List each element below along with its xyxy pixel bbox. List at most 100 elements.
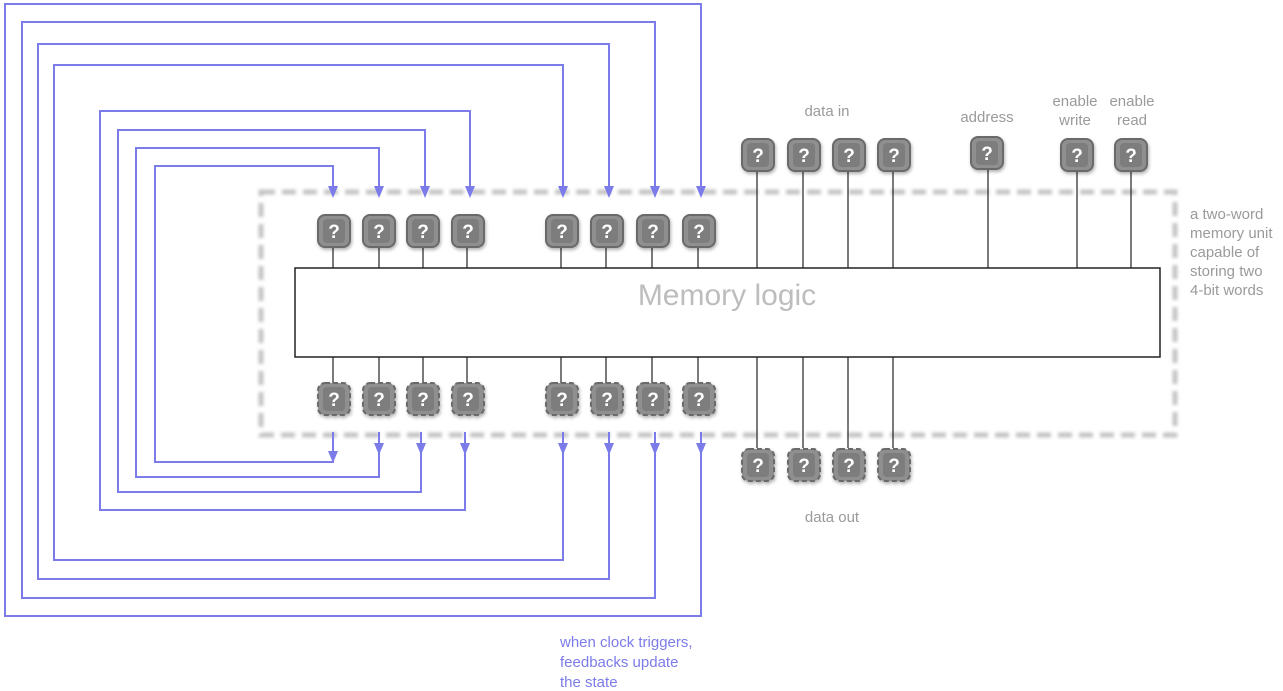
svg-text:?: ?: [373, 390, 385, 411]
enable-read-label-line2: read: [1117, 112, 1147, 129]
arrow-down-icon: [696, 443, 706, 455]
question-box-icon: ?: [545, 382, 579, 416]
svg-text:?: ?: [601, 390, 613, 411]
enable-read-label-line1: enable: [1109, 93, 1154, 110]
arrow-down-icon: [420, 186, 430, 198]
question-box-icon: ?: [317, 214, 351, 248]
svg-text:?: ?: [798, 146, 810, 167]
svg-text:?: ?: [601, 222, 613, 243]
arrow-down-icon: [604, 186, 614, 198]
arrow-down-icon: [558, 443, 568, 455]
svg-text:?: ?: [462, 222, 474, 243]
arrow-down-icon: [460, 443, 470, 455]
feedback-note-line: the state: [560, 674, 618, 691]
wires: [332, 168, 1132, 448]
svg-text:?: ?: [556, 390, 568, 411]
question-box-icon: ?: [877, 138, 911, 172]
arrow-down-icon: [465, 186, 475, 198]
svg-text:?: ?: [328, 222, 340, 243]
description-line: capable of: [1190, 244, 1260, 261]
memory-unit-outline: [258, 189, 1178, 438]
feedback-loop-3: [117, 129, 426, 493]
question-box-icon: ?: [636, 382, 670, 416]
memory-logic-label: Memory logic: [638, 279, 816, 312]
question-box-icon: ?: [406, 382, 440, 416]
question-box-icon: ?: [362, 214, 396, 248]
feedback-loop-6: [37, 43, 610, 580]
control-inputs: ? ? ? ? ? ? ?: [741, 136, 1148, 172]
question-box-icon: ?: [590, 214, 624, 248]
arrow-down-icon: [374, 186, 384, 198]
feedback-arrows: [328, 186, 706, 463]
question-box-icon: ?: [787, 138, 821, 172]
question-box-icon: ?: [362, 382, 396, 416]
svg-text:?: ?: [373, 222, 385, 243]
svg-text:?: ?: [1071, 146, 1083, 167]
question-box-icon: ?: [1060, 138, 1094, 172]
memory-logic-block: [294, 267, 1161, 358]
feedback-note: when clock triggers, feedbacks update th…: [559, 634, 693, 691]
question-box-icon: ?: [545, 214, 579, 248]
enable-write-label-line2: write: [1058, 112, 1091, 129]
description-line: 4-bit words: [1190, 282, 1263, 299]
data-outputs: ? ? ? ?: [741, 448, 911, 482]
svg-text:?: ?: [888, 146, 900, 167]
arrow-down-icon: [558, 186, 568, 198]
feedback-loop-5: [53, 64, 564, 561]
svg-text:?: ?: [647, 222, 659, 243]
feedback-loops: [4, 3, 702, 617]
feedback-note-line: when clock triggers,: [559, 634, 693, 651]
feedback-loop-4: [99, 110, 471, 511]
arrow-down-icon: [696, 186, 706, 198]
question-box-icon: ?: [787, 448, 821, 482]
svg-text:?: ?: [417, 390, 429, 411]
question-box-icon: ?: [636, 214, 670, 248]
description-line: storing two: [1190, 263, 1263, 280]
feedback-loop-7: [21, 21, 656, 599]
question-box-icon: ?: [406, 214, 440, 248]
feedback-loop-2: [135, 147, 380, 478]
feedback-loop-8: [4, 3, 702, 617]
state-outputs: ? ? ? ? ? ? ? ?: [317, 382, 716, 416]
svg-text:?: ?: [462, 390, 474, 411]
description-line: a two-word: [1190, 206, 1263, 223]
svg-text:?: ?: [1125, 146, 1137, 167]
question-box-icon: ?: [832, 138, 866, 172]
question-box-icon: ?: [970, 136, 1004, 170]
svg-text:?: ?: [843, 456, 855, 477]
question-box-icon: ?: [682, 214, 716, 248]
question-box-icon: ?: [451, 214, 485, 248]
question-box-icon: ?: [590, 382, 624, 416]
question-box-icon: ?: [741, 448, 775, 482]
question-box-icon: ?: [1114, 138, 1148, 172]
svg-text:?: ?: [693, 390, 705, 411]
arrow-down-icon: [328, 186, 338, 198]
svg-text:?: ?: [328, 390, 340, 411]
question-box-icon: ?: [682, 382, 716, 416]
arrow-down-icon: [328, 451, 338, 463]
question-box-icon: ?: [877, 448, 911, 482]
svg-text:?: ?: [556, 222, 568, 243]
description-line: memory unit: [1190, 225, 1273, 242]
address-label: address: [960, 109, 1013, 126]
unit-description: a two-word memory unit capable of storin…: [1190, 206, 1273, 299]
enable-write-label-line1: enable: [1052, 93, 1097, 110]
feedback-note-line: feedbacks update: [560, 654, 678, 671]
svg-text:?: ?: [693, 222, 705, 243]
arrow-down-icon: [650, 443, 660, 455]
question-box-icon: ?: [741, 138, 775, 172]
svg-text:?: ?: [647, 390, 659, 411]
svg-text:?: ?: [752, 456, 764, 477]
data-in-label: data in: [804, 103, 849, 120]
question-box-icon: ?: [832, 448, 866, 482]
svg-text:?: ?: [798, 456, 810, 477]
arrow-down-icon: [374, 443, 384, 455]
arrow-down-icon: [604, 443, 614, 455]
question-box-icon: ?: [451, 382, 485, 416]
svg-text:?: ?: [417, 222, 429, 243]
svg-text:?: ?: [981, 144, 993, 165]
svg-text:?: ?: [843, 146, 855, 167]
arrow-down-icon: [650, 186, 660, 198]
svg-text:?: ?: [888, 456, 900, 477]
